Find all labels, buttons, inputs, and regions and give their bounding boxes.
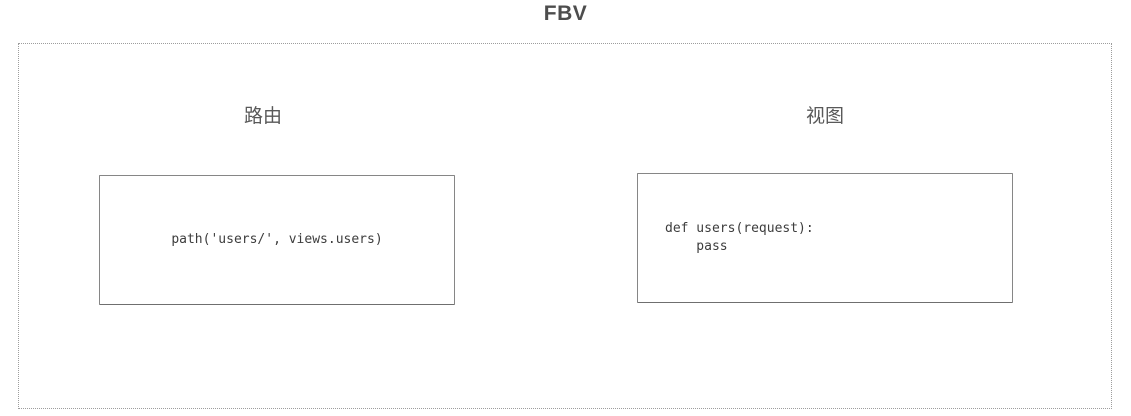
view-section-label: 视图 bbox=[805, 106, 844, 127]
route-section-label: 路由 bbox=[243, 106, 282, 127]
diagram-title: FBV bbox=[543, 2, 588, 25]
view-code-box: def users(request): pass bbox=[637, 173, 1013, 303]
route-code-box: path('users/', views.users) bbox=[99, 175, 455, 305]
route-code-text: path('users/', views.users) bbox=[171, 231, 383, 247]
view-code-text: def users(request): pass bbox=[665, 220, 814, 254]
